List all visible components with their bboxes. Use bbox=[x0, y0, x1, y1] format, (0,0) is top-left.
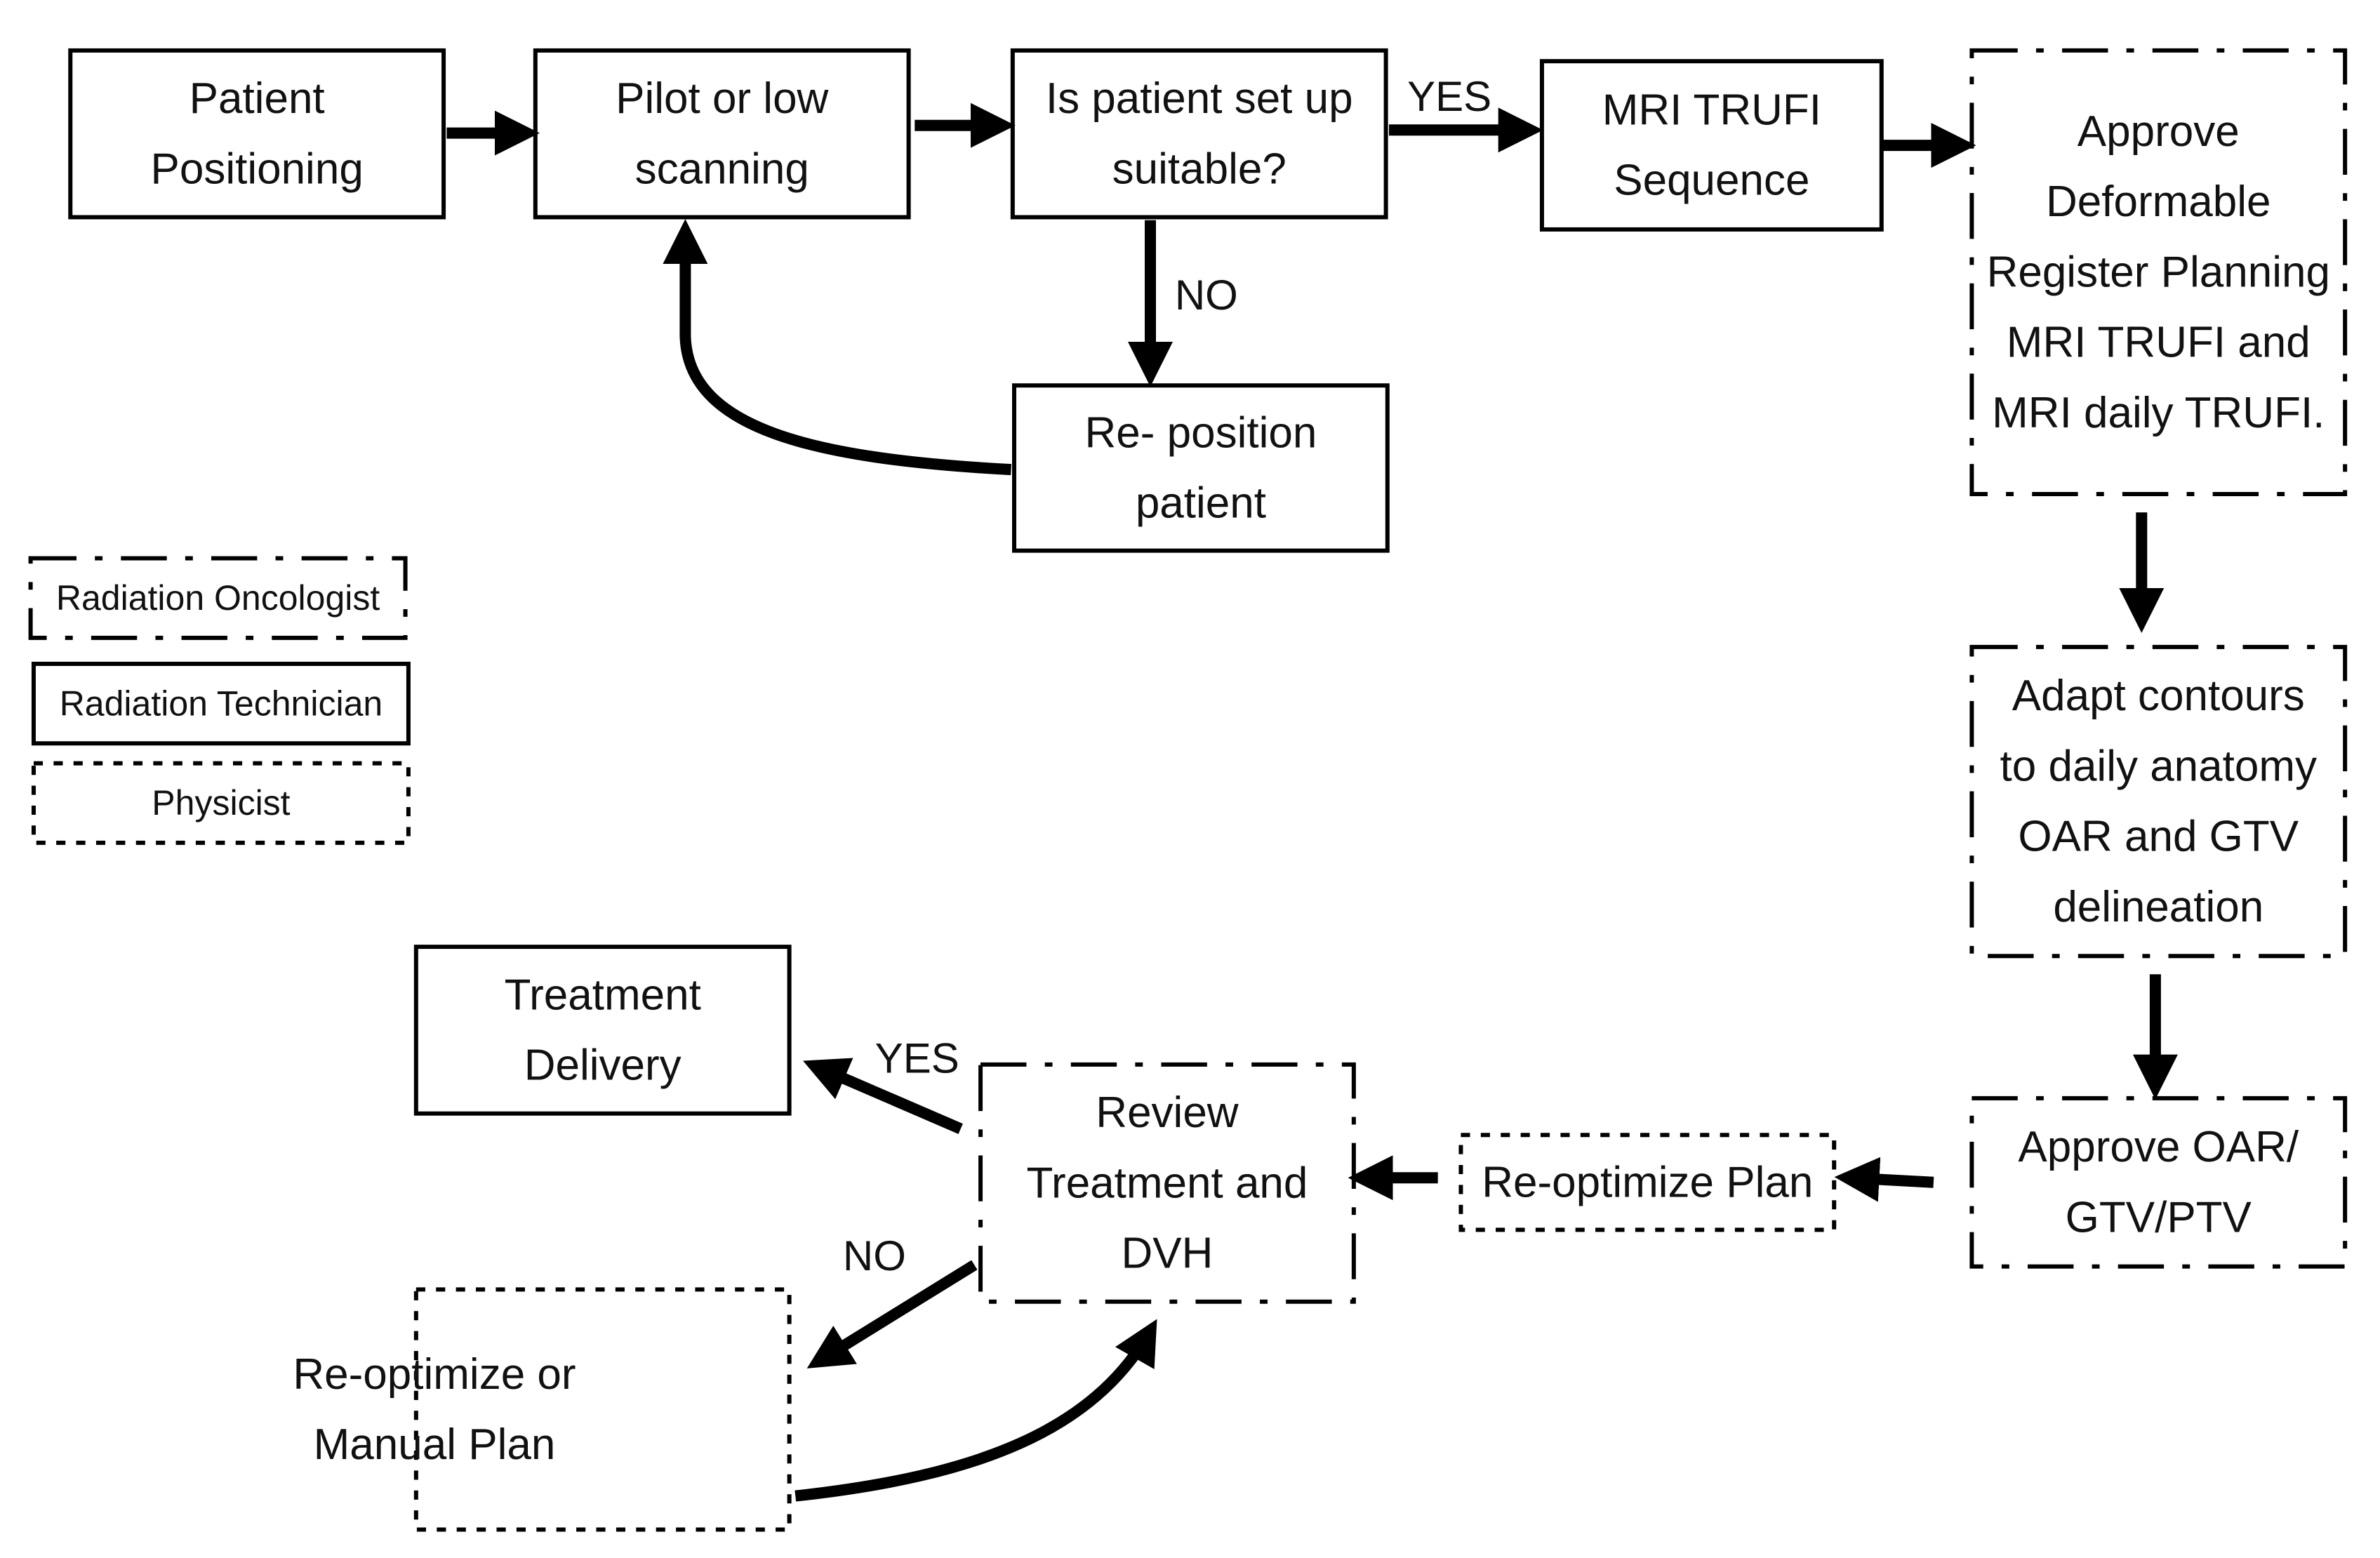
edge-reposition-to-pilot-scanning bbox=[663, 219, 1012, 476]
node-label: scanning bbox=[635, 145, 809, 193]
node-pilot-scanning: Pilot or low scanning bbox=[533, 48, 911, 220]
node-label: Adapt contours bbox=[2012, 672, 2305, 720]
edge-review-treatment-to-treatment-delivery: YES bbox=[803, 1035, 963, 1134]
node-label: Re- position bbox=[1084, 408, 1317, 457]
edge-arrow bbox=[1834, 1157, 1934, 1202]
node-setup-suitable: Is patient set up suitable? bbox=[1010, 48, 1388, 220]
node-label: Re-optimize or bbox=[293, 1350, 576, 1399]
node-label: Re-optimize Plan bbox=[1482, 1158, 1813, 1206]
node-label: Positioning bbox=[150, 145, 363, 193]
node-label: Treatment and bbox=[1026, 1159, 1308, 1207]
node-label: MRI TRUFI and bbox=[2007, 319, 2311, 367]
node-label: patient bbox=[1136, 479, 1266, 528]
node-label: Approve OAR/ bbox=[2018, 1123, 2299, 1171]
node-box bbox=[1969, 48, 2348, 496]
node-label: Approve bbox=[2077, 107, 2240, 156]
node-label: Delivery bbox=[524, 1041, 682, 1090]
node-label: GTV/PTV bbox=[2066, 1193, 2252, 1241]
legend-item-technician: Radiation Technician bbox=[31, 661, 411, 746]
legend-swatch bbox=[31, 761, 411, 845]
legend-label: Physicist bbox=[152, 783, 290, 823]
edge-arrow bbox=[803, 1058, 963, 1134]
edge-setup-suitable-to-reposition: NO bbox=[1128, 220, 1238, 387]
node-label: Manual Plan bbox=[314, 1420, 556, 1469]
edge-label: YES bbox=[1407, 73, 1491, 120]
node-box bbox=[1969, 1096, 2348, 1269]
legend-item-physicist: Physicist bbox=[31, 761, 411, 845]
edge-label: NO bbox=[1175, 272, 1238, 319]
node-label: Sequence bbox=[1614, 157, 1809, 205]
node-label: Register Planning bbox=[1987, 248, 2330, 296]
edge-arrow bbox=[795, 1319, 1157, 1502]
node-label: MRI daily TRUFI. bbox=[1992, 389, 2325, 437]
legend-swatch bbox=[28, 556, 408, 640]
node-approve-oar: Approve OAR/GTV/PTV bbox=[1969, 1096, 2348, 1269]
node-box bbox=[978, 1062, 1356, 1304]
node-box bbox=[533, 48, 911, 220]
edges-layer: YES NO YES NO bbox=[446, 73, 2178, 1502]
edge-approve-oar-to-reoptimize-plan bbox=[1834, 1157, 1934, 1202]
node-box bbox=[413, 1287, 792, 1532]
legend-label: Radiation Technician bbox=[60, 684, 383, 724]
edge-setup-suitable-to-mri-trufi: YES bbox=[1389, 73, 1543, 153]
node-reposition: Re- position patient bbox=[1012, 383, 1390, 553]
legend-label: Radiation Oncologist bbox=[56, 578, 380, 618]
node-box bbox=[1969, 644, 2348, 959]
node-label: MRI TRUFI bbox=[1602, 86, 1821, 134]
node-label: OAR and GTV bbox=[2018, 813, 2299, 861]
node-reoptimize-plan: Re-optimize Plan bbox=[1458, 1133, 1837, 1232]
node-box bbox=[1012, 383, 1390, 553]
node-label: Deformable bbox=[2046, 178, 2271, 226]
node-label: Review bbox=[1096, 1088, 1239, 1137]
node-label: to daily anatomy bbox=[2000, 742, 2317, 790]
node-box bbox=[1539, 59, 1884, 232]
edge-reoptimize-manual-to-review-treatment bbox=[795, 1319, 1157, 1502]
node-label: delineation bbox=[2053, 883, 2263, 931]
node-label: Treatment bbox=[505, 971, 701, 1019]
node-label: suitable? bbox=[1112, 145, 1287, 193]
edge-arrow bbox=[663, 219, 1012, 476]
edge-label: NO bbox=[843, 1232, 906, 1279]
node-box bbox=[413, 945, 792, 1116]
legend-item-oncologist: Radiation Oncologist bbox=[28, 556, 408, 640]
node-label: Pilot or low bbox=[616, 74, 828, 123]
node-label: Patient bbox=[190, 74, 325, 123]
edge-arrow bbox=[806, 1260, 978, 1369]
node-box bbox=[68, 48, 446, 220]
node-label: DVH bbox=[1122, 1230, 1214, 1278]
edge-review-treatment-to-reoptimize-manual: NO bbox=[806, 1232, 978, 1369]
node-mri-trufi: MRI TRUFI Sequence bbox=[1539, 59, 1884, 232]
node-box bbox=[1458, 1133, 1837, 1232]
edge-label: YES bbox=[875, 1035, 959, 1082]
node-box bbox=[1010, 48, 1388, 220]
node-reoptimize-manual: Re-optimize or Manual Plan bbox=[293, 1287, 792, 1532]
legend-swatch bbox=[31, 661, 411, 746]
node-label: Is patient set up bbox=[1046, 74, 1353, 123]
